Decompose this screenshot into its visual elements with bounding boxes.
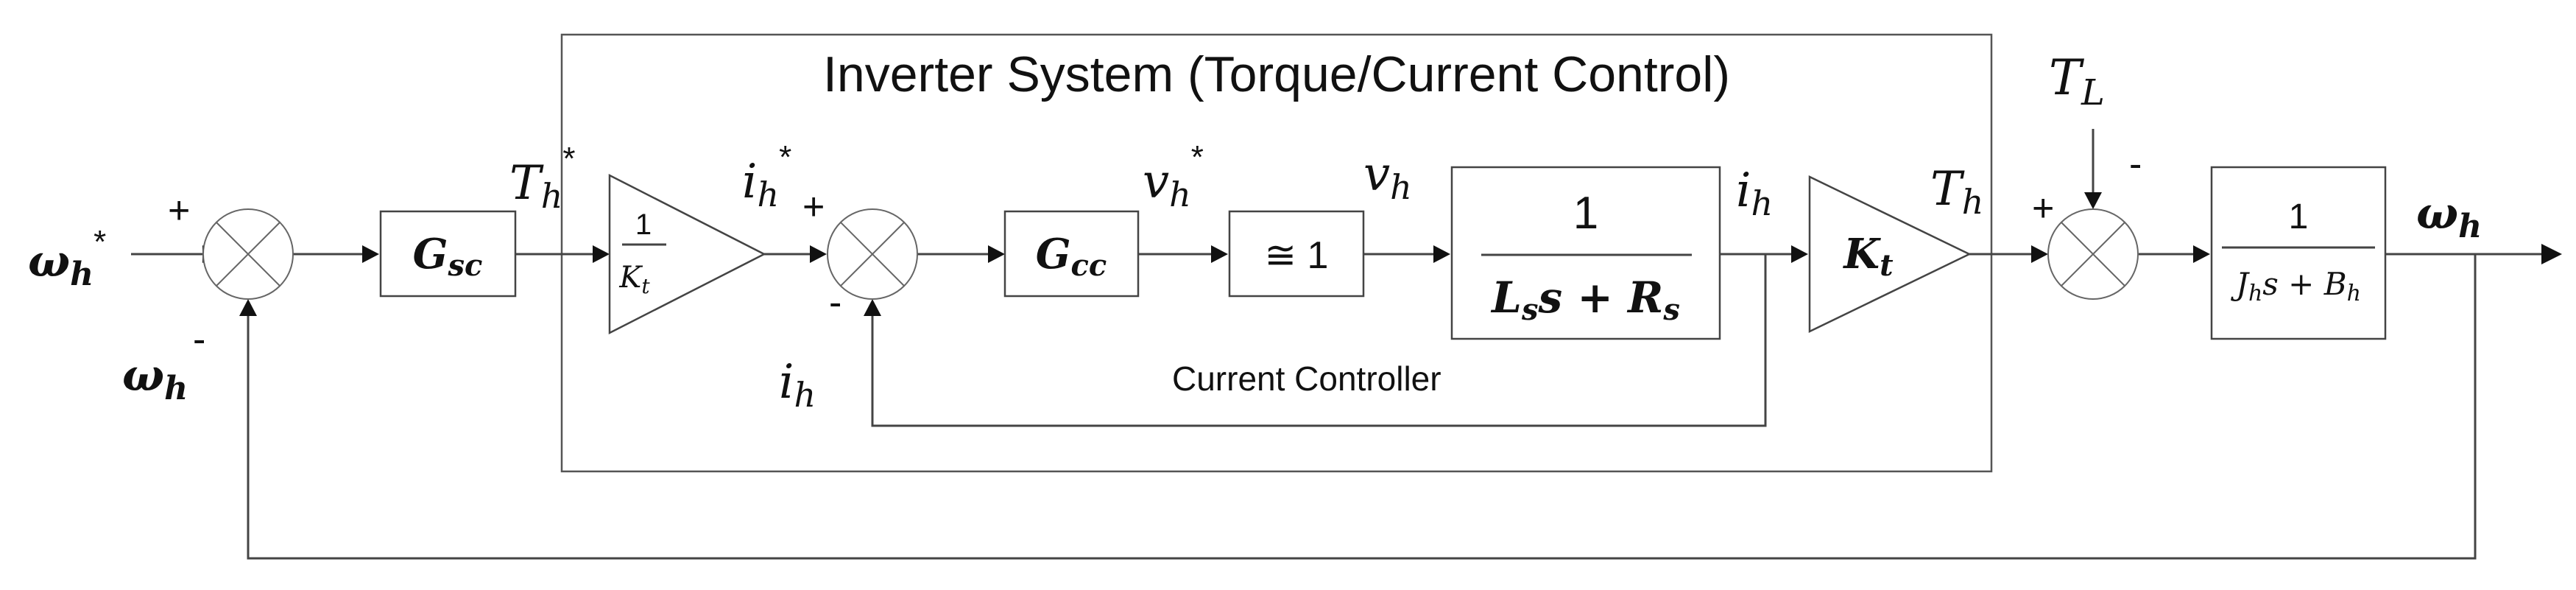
speed-output-label: ωh bbox=[2416, 188, 2482, 245]
mech-numerator: 1 bbox=[2289, 197, 2309, 236]
plant-denominator: Lss + Rs bbox=[1490, 273, 1680, 327]
current-controller-gain-label: Gcc bbox=[1036, 230, 1107, 283]
sum3-plus-sign: + bbox=[2032, 187, 2054, 230]
arrowhead bbox=[2084, 192, 2102, 209]
wire-current-feedback bbox=[871, 254, 1767, 427]
arrowhead bbox=[1211, 245, 1228, 263]
summing-junction-current bbox=[827, 208, 918, 300]
arrowhead bbox=[864, 299, 881, 316]
torque-constant-gain bbox=[1808, 175, 1972, 333]
mechanical-dynamics-block bbox=[2210, 166, 2387, 340]
arrowhead bbox=[2541, 244, 2562, 264]
speed-reference-label: ωh* bbox=[28, 224, 106, 293]
inverse-torque-constant-gain bbox=[608, 173, 766, 335]
arrowhead bbox=[362, 245, 379, 263]
sum3-minus-sign: - bbox=[2129, 143, 2142, 186]
speed-feedback-label: ωh bbox=[122, 350, 188, 407]
current-reference-label: ih* bbox=[742, 139, 791, 214]
arrowhead bbox=[1791, 245, 1808, 263]
current-controller-caption: Current Controller bbox=[1172, 359, 1441, 398]
voltage-reference-label: vh* bbox=[1143, 139, 1204, 214]
arrowhead bbox=[593, 245, 610, 263]
motor-electrical-plant-block bbox=[1450, 166, 1721, 340]
arrowhead bbox=[2193, 245, 2210, 263]
torque-reference-label: Th* bbox=[509, 141, 575, 216]
current-controller-block bbox=[1003, 210, 1140, 298]
pwm-approximation-block bbox=[1228, 210, 1365, 298]
arrowhead bbox=[239, 299, 257, 316]
arrowhead bbox=[2031, 245, 2048, 263]
arrowhead bbox=[810, 245, 827, 263]
sum1-plus-sign: + bbox=[168, 189, 190, 232]
torque-constant-label: Kt bbox=[1842, 230, 1894, 283]
summing-junction-speed bbox=[202, 208, 294, 300]
speed-controller-label: Gsc bbox=[413, 230, 483, 283]
current-label: ih bbox=[1736, 164, 1773, 223]
arrowhead bbox=[988, 245, 1005, 263]
wire-speed-feedback bbox=[247, 254, 2477, 560]
sum2-minus-sign: - bbox=[829, 281, 841, 324]
torque-label: Th bbox=[1930, 162, 1983, 222]
inverter-system-title: Inverter System (Torque/Current Control) bbox=[823, 46, 1730, 102]
sum2-plus-sign: + bbox=[802, 186, 825, 228]
current-feedback-label: ih bbox=[779, 355, 816, 415]
inverse-kt-numerator: 1 bbox=[635, 208, 652, 241]
speed-controller-block bbox=[379, 210, 517, 298]
summing-junction-torque bbox=[2047, 208, 2139, 300]
voltage-label: vh bbox=[1363, 147, 1412, 207]
inverse-kt-denominator: Kt bbox=[618, 261, 650, 298]
load-torque-label: TL bbox=[2049, 49, 2105, 113]
arrowhead bbox=[1433, 245, 1450, 263]
plant-numerator: 1 bbox=[1573, 188, 1598, 239]
pwm-approximation-label: ≅ 1 bbox=[1265, 234, 1329, 277]
sum1-minus-sign: - bbox=[193, 318, 205, 361]
